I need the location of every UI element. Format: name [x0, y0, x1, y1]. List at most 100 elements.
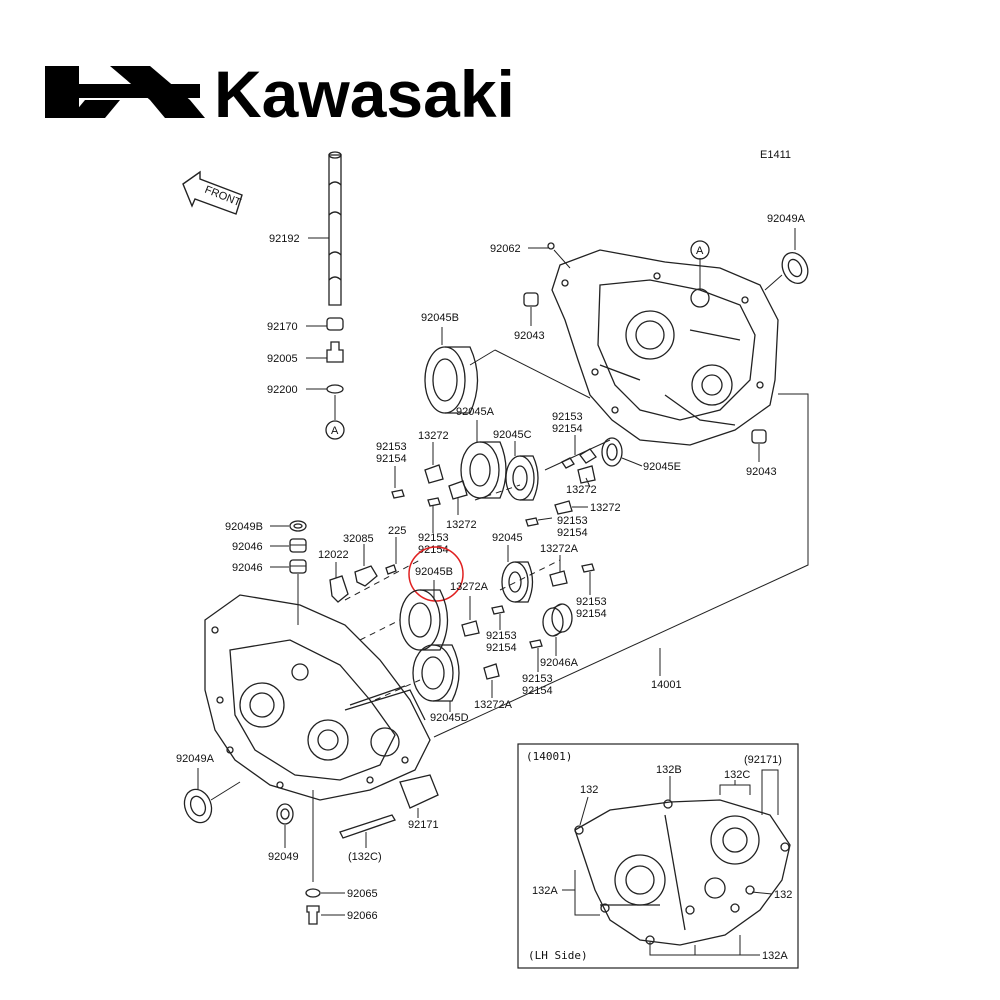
- right-crankcase-half: [551, 249, 779, 446]
- bolt-132c: [339, 814, 396, 839]
- needle-bearing-92046a: [542, 603, 573, 637]
- kawasaki-k-logo-icon: [45, 66, 205, 118]
- dowel-92043-right: [751, 429, 767, 444]
- label-13272-a: 13272: [418, 430, 449, 442]
- label-92200: 92200: [267, 384, 298, 396]
- bearing-92045a: [460, 441, 507, 499]
- plate-13272-c: [554, 500, 573, 515]
- bearing-92045d: [412, 644, 460, 702]
- plate-13272a-a: [461, 620, 480, 637]
- left-crankcase-half: [204, 594, 431, 801]
- pin-92062: [547, 242, 555, 250]
- inset-label-132a-bottom: 132A: [762, 950, 788, 962]
- bearing-92045: [501, 561, 534, 603]
- inset-crankcase: [574, 799, 791, 946]
- label-14001: 14001: [651, 679, 682, 691]
- callout-a-right: A: [696, 245, 704, 257]
- plate-13272a-c: [483, 663, 500, 680]
- inset-label-132-right: 132: [774, 889, 792, 901]
- plate-13272-b: [577, 465, 596, 484]
- label-92153-d: 92153: [418, 532, 449, 544]
- label-92154-c: 92154: [557, 527, 588, 539]
- label-92153-a: 92153: [552, 411, 583, 423]
- inset-panel: (14001) (LH Side) 132B 132C (92171) 132 …: [517, 743, 799, 969]
- label-92046-b: 92046: [232, 562, 263, 574]
- label-92154-a: 92154: [552, 423, 583, 435]
- label-92049a-top: 92049A: [767, 213, 806, 225]
- bearing-92046-b: [289, 559, 307, 574]
- inset-label-132b: 132B: [656, 764, 682, 776]
- label-13272-d: 13272: [446, 519, 477, 531]
- label-92043-top: 92043: [514, 330, 545, 342]
- label-92062: 92062: [490, 243, 521, 255]
- kawasaki-logo: Kawasaki: [45, 57, 515, 131]
- plate-13272-d: [448, 480, 468, 500]
- bolt-92153-e: [581, 563, 595, 573]
- label-92045a: 92045A: [456, 406, 495, 418]
- callout-a-right-marker: [690, 240, 710, 260]
- assembly-bracket-line: [433, 393, 809, 738]
- callout-a-left: A: [331, 425, 339, 437]
- plug-92066: [306, 905, 320, 925]
- bolt-92153-c: [525, 517, 539, 527]
- bearing-92045b-top: [424, 346, 479, 414]
- bolt-92153-g: [529, 639, 543, 649]
- bearing-92045b-lower: [399, 589, 449, 651]
- inset-label-132a-left: 132A: [532, 885, 558, 897]
- front-arrow-icon: FRONT: [182, 170, 243, 215]
- label-132c-paren: (132C): [348, 851, 382, 863]
- bolt-92153-f: [491, 605, 505, 615]
- vent-hose-parts: A: [306, 151, 345, 440]
- label-92005: 92005: [267, 353, 298, 365]
- label-92049a-left: 92049A: [176, 753, 215, 765]
- diagram-code: E1411: [760, 149, 791, 161]
- label-92043-right: 92043: [746, 466, 777, 478]
- inset-label-132c: 132C: [724, 769, 750, 781]
- label-225: 225: [388, 525, 406, 537]
- bearing-92045c: [505, 455, 539, 501]
- brand-name: Kawasaki: [214, 57, 515, 131]
- oil-seal-92049: [276, 803, 294, 825]
- inset-title: (14001): [526, 750, 572, 763]
- label-92153-b: 92153: [376, 441, 407, 453]
- lever-32085: [354, 565, 378, 587]
- bolt-92153-a: [561, 448, 597, 469]
- label-13272-b: 13272: [566, 484, 597, 496]
- label-92153-f: 92153: [486, 630, 517, 642]
- seal-92045e: [601, 437, 623, 467]
- label-12022: 12022: [318, 549, 349, 561]
- guide-92171: [399, 774, 439, 809]
- label-13272-c: 13272: [590, 502, 621, 514]
- oil-seal-92049a-lower: [183, 788, 213, 824]
- label-92171: 92171: [408, 819, 439, 831]
- bolt-92153-d: [427, 497, 441, 507]
- label-92192: 92192: [269, 233, 300, 245]
- inset-side-note: (LH Side): [528, 949, 588, 962]
- label-92045c: 92045C: [493, 429, 532, 441]
- inset-label-92171: (92171): [744, 754, 782, 766]
- bearing-92046-a: [289, 538, 307, 553]
- bracket-12022: [329, 575, 349, 603]
- label-92154-f: 92154: [486, 642, 517, 654]
- label-92066: 92066: [347, 910, 378, 922]
- label-92045d: 92045D: [430, 712, 469, 724]
- seal-92049b: [289, 520, 307, 532]
- label-92154-g: 92154: [522, 685, 553, 697]
- label-92154-b: 92154: [376, 453, 407, 465]
- label-92045b-circled: 92045B: [415, 566, 453, 578]
- washer-92065: [305, 888, 321, 898]
- label-92170: 92170: [267, 321, 298, 333]
- plate-13272a-b: [549, 570, 568, 587]
- label-92045e: 92045E: [643, 461, 681, 473]
- bolt-225: [385, 564, 397, 575]
- bolt-92153-b: [391, 489, 405, 499]
- label-92045b-top: 92045B: [421, 312, 459, 324]
- label-92153-c: 92153: [557, 515, 588, 527]
- plate-13272-a: [424, 464, 444, 484]
- label-92153-g: 92153: [522, 673, 553, 685]
- dowel-92043-top: [523, 292, 539, 307]
- label-32085: 32085: [343, 533, 374, 545]
- label-13272a-b: 13272A: [540, 543, 579, 555]
